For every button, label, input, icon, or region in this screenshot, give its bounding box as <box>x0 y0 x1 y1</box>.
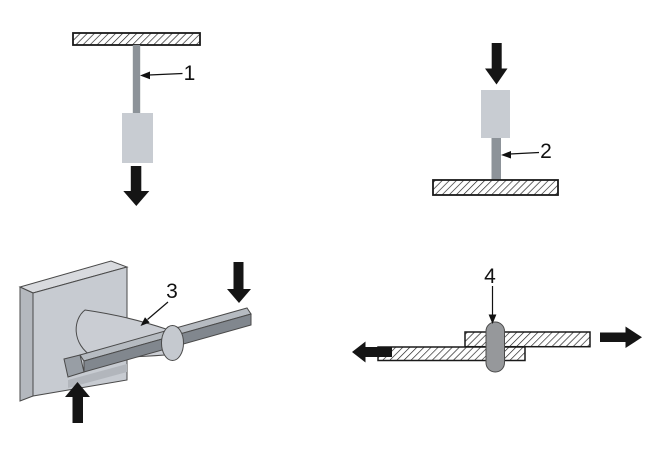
tension-block <box>122 113 153 163</box>
force-arrow-right-plate <box>600 326 642 348</box>
compression-block <box>481 90 510 138</box>
ceiling-support-hatched <box>72 32 201 46</box>
panel-tension: 1 <box>72 32 201 206</box>
force-arrow-down-tension <box>123 166 150 206</box>
force-arrow-down-pin <box>227 262 251 303</box>
callout-3: 3 <box>140 280 178 326</box>
callout-3-leader <box>147 301 169 320</box>
callout-4-arrowhead-icon <box>488 314 497 324</box>
callout-2-arrowhead-icon <box>501 151 511 159</box>
panel-compression: 2 <box>432 43 559 196</box>
compression-rod <box>491 138 501 180</box>
callout-1: 1 <box>140 62 195 85</box>
callout-1-label: 1 <box>184 62 196 85</box>
callout-1-arrowhead-icon <box>140 71 150 80</box>
rivet <box>485 321 505 373</box>
bar-shadow <box>68 364 127 388</box>
force-arrow-up-pin <box>65 382 90 423</box>
force-arrow-left-plate <box>352 341 392 363</box>
force-arrow-down-compression <box>485 43 508 85</box>
panel-pin-shear: 3 <box>18 260 252 423</box>
callout-3-arrowhead-icon <box>140 317 150 326</box>
callout-2: 2 <box>501 140 552 163</box>
callout-4-label: 4 <box>484 265 496 288</box>
callout-2-leader <box>509 151 540 155</box>
upper-plate-hatched <box>464 331 591 348</box>
callout-4: 4 <box>484 265 497 324</box>
wall-side-face <box>19 286 34 402</box>
floor-support-hatched <box>432 179 559 196</box>
pin-end-cap <box>161 325 184 361</box>
callout-2-label: 2 <box>540 140 552 163</box>
callout-3-label: 3 <box>166 280 178 303</box>
panel-rivet-shear: 4 <box>352 265 642 373</box>
tension-rod <box>132 45 141 114</box>
callout-1-leader <box>148 72 183 76</box>
